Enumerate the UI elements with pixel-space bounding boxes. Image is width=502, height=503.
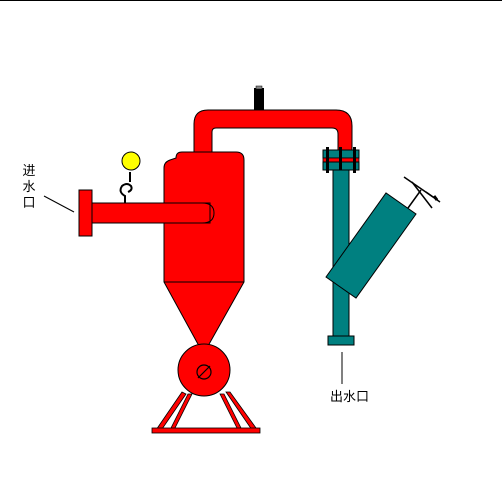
- air-vent-cap: [255, 85, 263, 90]
- outlet-label: 出水口: [330, 390, 370, 405]
- inlet-flange: [78, 189, 93, 237]
- inlet-leader-line: [43, 195, 75, 213]
- outlet-foot-flange: [327, 335, 355, 346]
- screen-filter: [325, 176, 441, 299]
- inlet-pipe-end: [194, 202, 215, 224]
- drain-valve-icon: [196, 364, 212, 380]
- pressure-gauge-icon: [121, 151, 141, 171]
- inlet-label: 进 水 口: [22, 164, 36, 212]
- air-vent: [254, 88, 264, 110]
- inlet-label-char-2: 水: [22, 180, 36, 195]
- support-stand: [151, 391, 261, 434]
- inlet-label-char-3: 口: [22, 196, 36, 211]
- cyclone-tank: [163, 151, 245, 347]
- gauge-stem: [119, 183, 133, 203]
- inlet-pipe: [91, 202, 211, 224]
- drain-valve-slash: [197, 365, 211, 379]
- flange-bolts: [326, 147, 356, 173]
- sediment-chamber: [177, 343, 231, 397]
- inlet-label-char-1: 进: [22, 164, 36, 179]
